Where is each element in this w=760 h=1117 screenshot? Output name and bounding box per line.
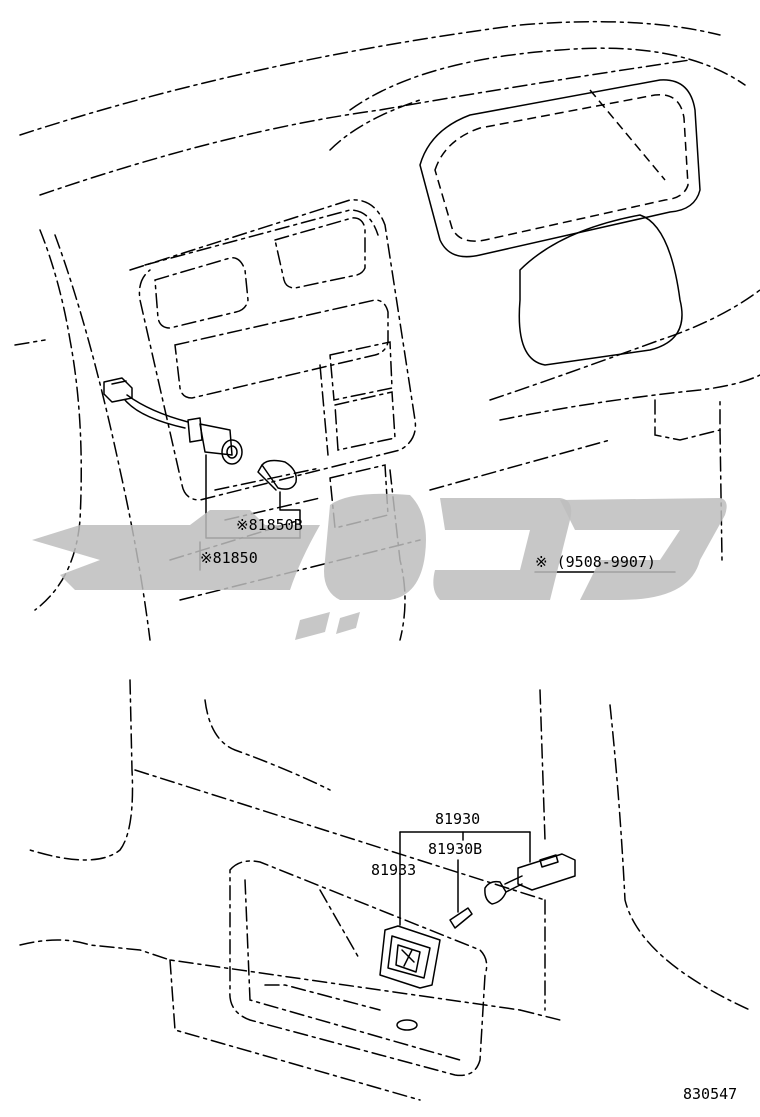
callout-81930: 81930: [435, 810, 480, 828]
figure-number: 830547: [683, 1085, 737, 1103]
callout-81930b: 81930B: [428, 840, 482, 858]
callout-81933: 81933: [371, 861, 416, 879]
glovebox-view: [19, 679, 751, 1101]
callout-81850: ※81850: [200, 549, 258, 567]
callout-date-range: ※ (9508-9907): [535, 553, 656, 571]
callout-81850b: ※81850B: [236, 516, 303, 534]
watermark-logo: [32, 493, 727, 640]
